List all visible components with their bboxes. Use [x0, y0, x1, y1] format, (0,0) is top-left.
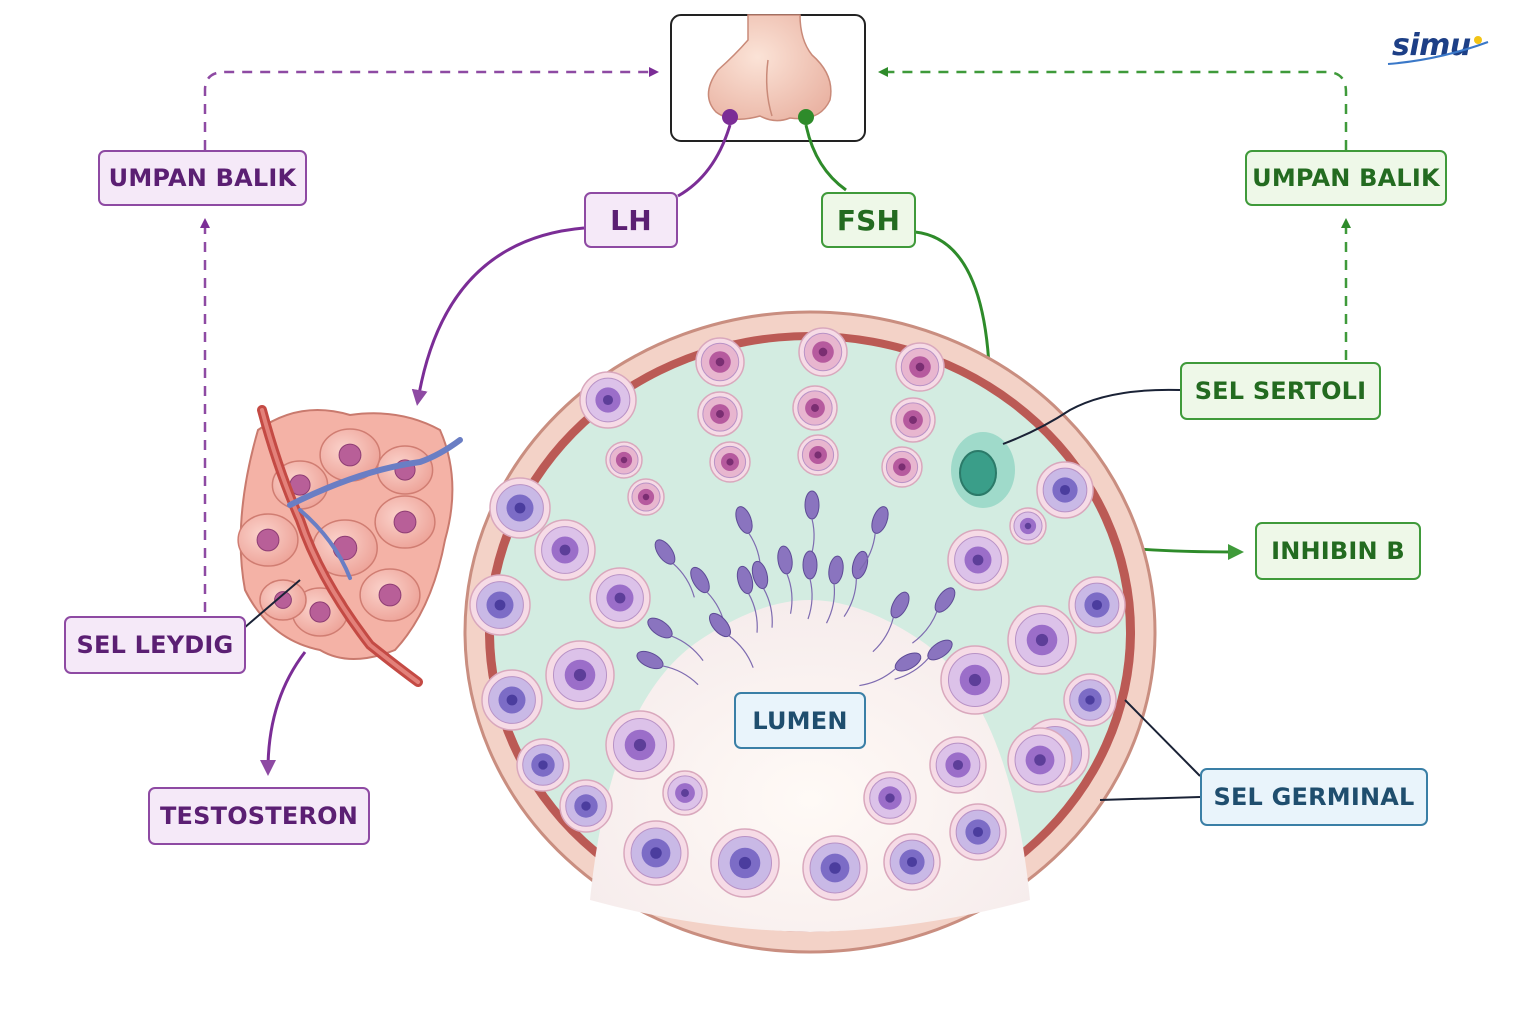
sertoli-pointer [1002, 388, 1181, 445]
leydig-cell-label: SEL LEYDIG [64, 616, 246, 674]
testosterone-arrow [260, 651, 307, 776]
feedback-label-right: UMPAN BALIK [1245, 150, 1447, 206]
fsh-label: FSH [821, 192, 916, 248]
feedback-label-left: UMPAN BALIK [98, 150, 307, 206]
testosterone-label: TESTOSTERON [148, 787, 370, 845]
leydig-cell-cluster [237, 405, 463, 687]
fsh-connector [804, 124, 847, 192]
lumen-label: LUMEN [734, 692, 866, 749]
germinal-cell-label: SEL GERMINAL [1200, 768, 1428, 826]
feedback-arrow-left-top [203, 67, 659, 150]
seminiferous-tubule [463, 310, 1157, 954]
leydig-pointer [243, 579, 301, 629]
lh-arrow [411, 226, 585, 406]
germinal-pointer-2 [1099, 796, 1201, 801]
sertoli-cell-label: SEL SERTOLI [1180, 362, 1381, 420]
inhibin-b-label: INHIBIN B [1255, 522, 1421, 580]
germinal-pointer-1 [1124, 699, 1201, 777]
pituitary-illustration [670, 14, 866, 142]
feedback-arrow-right-top [878, 67, 1348, 150]
lh-label: LH [584, 192, 678, 248]
logo-swoosh-icon [1387, 36, 1489, 65]
lh-connector [677, 124, 732, 198]
